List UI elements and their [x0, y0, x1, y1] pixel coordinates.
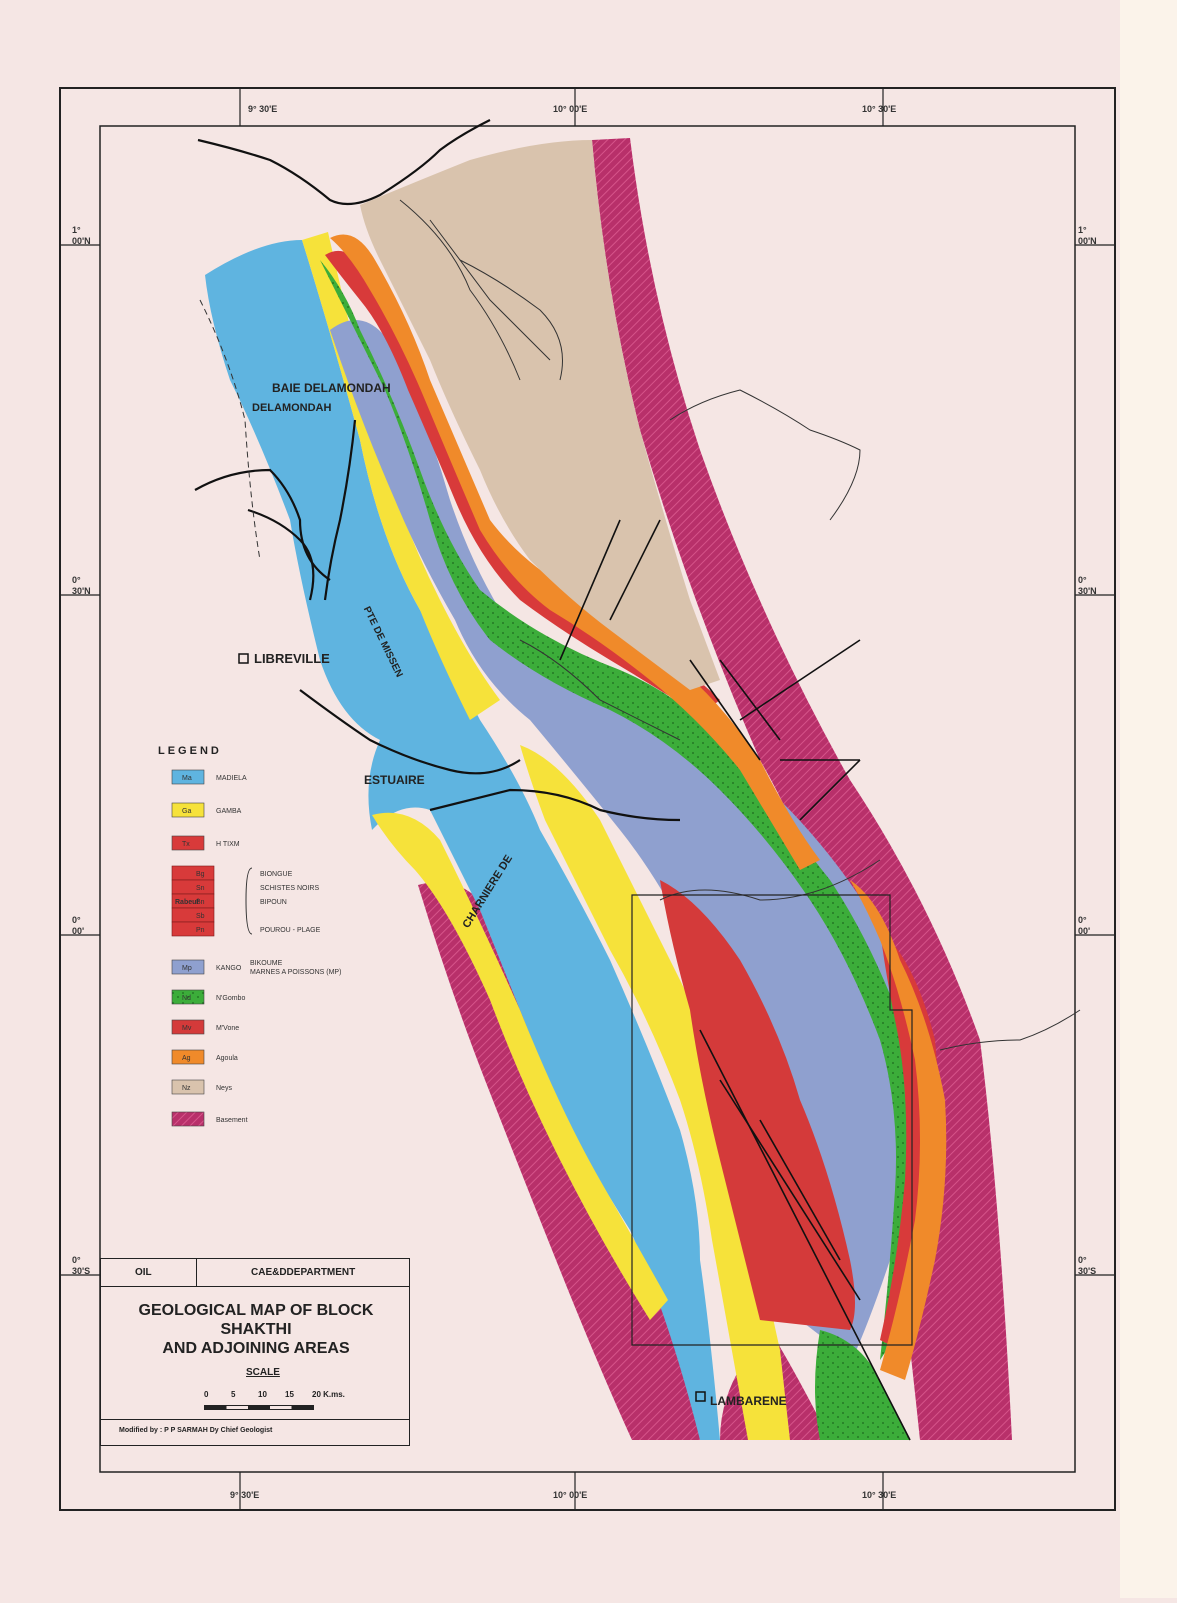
scale-tick-3: 10 [258, 1390, 267, 1399]
legend-code-7: Ag [182, 1055, 191, 1062]
legend-label-1: MADIELA [216, 775, 247, 782]
legend-swatch-7 [171, 1049, 205, 1065]
gamba-west [372, 812, 668, 1320]
legend: LEGEND Ma MADIELA Ga GAMBA Tx H TIXM Mp KANGO BI… [158, 745, 341, 1127]
legend-rabeuf-code-2: Sn [196, 885, 205, 892]
title-block-oil: OIL [135, 1267, 152, 1278]
legend-rabeuf-code-3: Bn [196, 899, 205, 906]
coord-bottom-3: 10° 30'E [862, 1490, 896, 1500]
label-estuaire: ESTUAIRE [364, 773, 425, 787]
ngombo-south [815, 1330, 910, 1440]
legend-code-1: Ma [182, 775, 192, 782]
libreville-marker [238, 653, 249, 664]
inner-frame [99, 125, 1076, 1473]
block-boundary [631, 894, 913, 1346]
scale-tick-2: 5 [231, 1390, 236, 1399]
label-baie: BAIE DELAMONDAH [272, 381, 391, 395]
legend-rabeuf-swatch-1 [171, 865, 215, 881]
map-title: GEOLOGICAL MAP OF BLOCK SHAKTHI AND ADJO… [138, 1302, 374, 1357]
fault-lines [559, 519, 911, 1441]
legend-swatch-1 [171, 769, 205, 785]
label-libreville: LIBREVILLE [254, 651, 330, 666]
coord-left-1: 1°00'N [72, 225, 91, 246]
scale-bar [204, 1405, 314, 1410]
graticule-ticks [60, 88, 1115, 1510]
legend-rabeuf-code-5: Pn [196, 927, 205, 934]
coord-top-2: 10° 00'E [553, 104, 587, 114]
scale-tick-4: 15 [285, 1390, 294, 1399]
gamba-central [520, 745, 790, 1440]
coastline-and-rivers [194, 119, 681, 822]
coord-top-3: 10° 30'E [862, 104, 896, 114]
title-block: OIL CAE&DDEPARTMENT GEOLOGICAL MAP OF BL… [100, 1258, 410, 1446]
coord-bottom-2: 10° 00'E [553, 1490, 587, 1500]
legend-rabeuf-code-4: Sb [196, 913, 205, 920]
legend-code-4: Mp [182, 965, 192, 972]
legend-rabeuf-swatch-4 [171, 907, 215, 923]
agoula-zone [330, 234, 820, 870]
outer-frame [59, 87, 1116, 1511]
label-delamondah: DELAMONDAH [252, 402, 331, 414]
modified-by: Modified by : P P SARMAH Dy Chief Geolog… [119, 1427, 273, 1434]
legend-swatch-4 [171, 959, 205, 975]
legend-swatch-8 [171, 1079, 205, 1095]
lambarene-marker [695, 1391, 706, 1402]
legend-label-9: Basement [216, 1117, 248, 1124]
coord-left-4: 0°30'S [72, 1255, 90, 1276]
legend-code-3: Tx [182, 841, 190, 848]
legend-code-8: Nz [182, 1085, 191, 1092]
legend-label-3: H TIXM [216, 841, 240, 848]
legend-rabeuf-sub-3: BIPOUN [260, 899, 287, 906]
legend-swatch-3 [171, 835, 205, 851]
legend-rabeuf-code-1: Bg [196, 871, 205, 878]
legend-rabeuf-brace [245, 867, 253, 935]
legend-label-2: GAMBA [216, 808, 242, 815]
coord-right-3: 0°00' [1078, 915, 1090, 936]
coord-right-1: 1°00'N [1078, 225, 1097, 246]
scale-label: SCALE [246, 1367, 280, 1378]
agoula-east [850, 880, 947, 1380]
legend-label-4: KANGO [216, 965, 242, 972]
legend-rabeuf-sub-5: POUROU - PLAGE [260, 927, 321, 934]
legend-rabeuf-swatch-2 [171, 879, 215, 895]
mvone-zone [660, 880, 855, 1330]
label-lambarene: LAMBARENE [710, 1394, 787, 1408]
legend-label-6: M'Vone [216, 1025, 239, 1032]
coord-right-2: 0°30'N [1078, 575, 1097, 596]
scale-ticks: 0 5 10 15 20 K.ms. [199, 1390, 359, 1402]
legend-label-5: N'Gombo [216, 995, 245, 1002]
legend-code-5: Nd [182, 995, 191, 1002]
legend-swatch-2 [171, 802, 205, 818]
legend-rabeuf-swatch-5 [171, 921, 215, 937]
coord-left-2: 0°30'N [72, 575, 91, 596]
legend-code-6: Mv [182, 1025, 192, 1032]
legend-rabeuf-sub-2: SCHISTES NOIRS [260, 885, 319, 892]
legend-swatch-6 [171, 1019, 205, 1035]
legend-rabeuf-sub-1: BIONGUE [260, 871, 293, 878]
offshore-contour [199, 299, 261, 561]
title-block-department: CAE&DDEPARTMENT [251, 1267, 356, 1278]
scale-tick-5: 20 K.ms. [312, 1390, 345, 1399]
river-network [399, 199, 1081, 1051]
legend-code-2: Ga [182, 808, 191, 815]
legend-swatch-5 [171, 989, 205, 1005]
paper-margin [1120, 0, 1177, 1598]
legend-label-7: Agoula [216, 1055, 238, 1062]
legend-rabeuf-name: Rabeuf [175, 899, 199, 906]
scale-tick-1: 0 [204, 1390, 209, 1399]
coord-bottom-1: 9° 30'E [230, 1490, 259, 1500]
kango-zone [330, 320, 915, 1360]
legend-swatch-9 [171, 1111, 205, 1127]
legend-label-8: Neys [216, 1085, 232, 1092]
coord-right-4: 0°30'S [1078, 1255, 1096, 1276]
coord-top-1: 9° 30'E [248, 104, 277, 114]
madiela-zone [205, 240, 720, 1440]
legend-title: LEGEND [158, 745, 222, 757]
coord-left-3: 0°00' [72, 915, 84, 936]
neys-zone [360, 140, 720, 690]
